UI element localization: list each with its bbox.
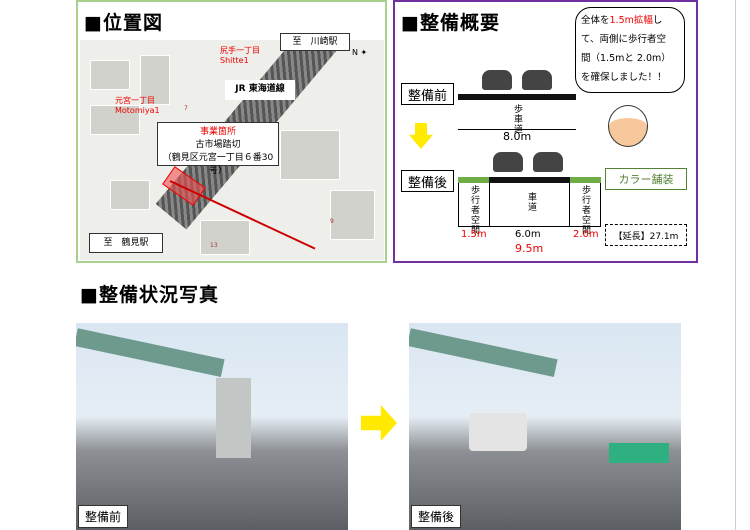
down-arrow-icon — [409, 123, 433, 149]
photo-before: 整備前 — [76, 323, 348, 530]
mascot-icon — [609, 106, 647, 146]
map-title: ■位置図 — [84, 12, 163, 34]
to-tsurumi-label: 至 鶴見駅 — [89, 233, 163, 253]
overview-panel: ■整備概要 全体を1.5m拡幅して、両側に歩行者空間（1.5mと 2.0m）を確… — [393, 0, 698, 263]
caption-after: 整備後 — [411, 505, 462, 528]
north-arrow-icon: N ✦ — [352, 48, 368, 57]
speech-bubble: 全体を1.5m拡幅して、両側に歩行者空間（1.5mと 2.0m）を確保しました！… — [575, 7, 685, 93]
before-label: 整備前 — [401, 83, 454, 105]
right-arrow-icon — [361, 405, 397, 441]
photos-title: ■整備状況写真 — [80, 284, 219, 306]
site-label: 事業箇所 古市場踏切 （鶴見区元宮一丁目６番30号） — [157, 122, 279, 176]
length-label: 【延長】27.1m — [605, 224, 687, 246]
photo-after: 整備後 — [409, 323, 681, 530]
rail-line-label: JR 東海道線 — [225, 80, 295, 100]
overview-title: ■整備概要 — [401, 12, 500, 34]
to-kawasaki-label: 至 川崎駅 — [280, 33, 350, 51]
color-paving-label: カラー舗装 — [605, 168, 687, 190]
caption-before: 整備前 — [78, 505, 129, 528]
after-label: 整備後 — [401, 170, 454, 192]
